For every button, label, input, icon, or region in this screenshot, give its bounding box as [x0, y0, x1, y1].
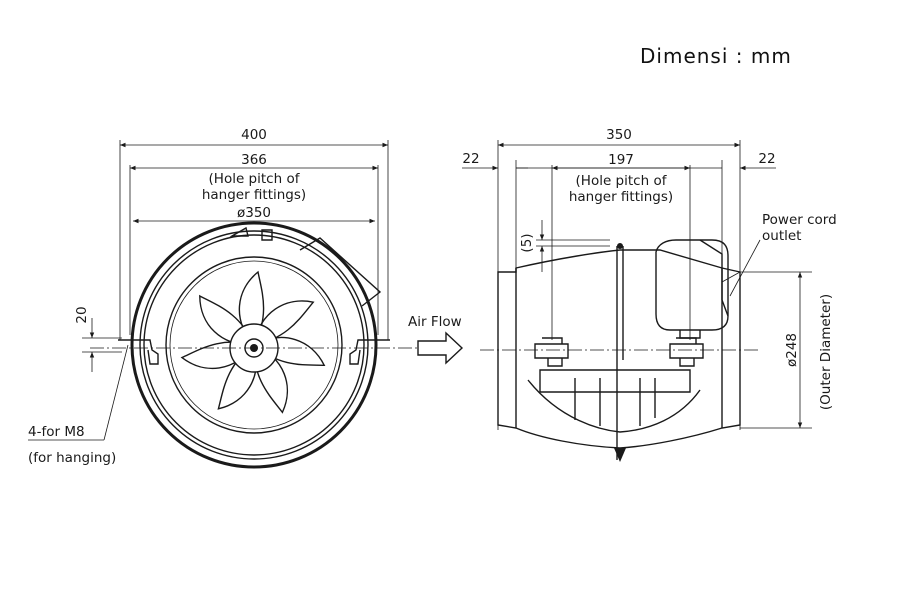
dim-diameter: ø350 [237, 205, 271, 221]
side-hanger-left [534, 337, 569, 367]
hole-pitch-note-1: (Hole pitch of [209, 171, 301, 187]
power-cord-box [655, 239, 729, 331]
side-hole-pitch-note-2: hanger fittings) [569, 189, 673, 205]
air-flow-label: Air Flow [408, 314, 462, 330]
dim-side-hole-pitch: 197 [608, 152, 634, 168]
air-flow-indicator: Air Flow [408, 314, 464, 365]
side-hole-pitch-note-1: (Hole pitch of [576, 173, 668, 189]
dim-overall-length: 350 [606, 127, 632, 143]
hole-pitch-note-2: hanger fittings) [202, 187, 306, 203]
units-label: Dimensi : mm [640, 44, 792, 68]
dim-hanger-height: 20 [74, 306, 90, 323]
side-casing-outline [497, 249, 741, 449]
side-view: 350 22 22 197 (Hole pitch of hanger fitt… [462, 127, 837, 462]
hanger-bracket-right [349, 339, 390, 365]
outer-diameter-note: (Outer Diameter) [818, 294, 834, 410]
air-flow-arrow [417, 331, 464, 365]
hanger-bracket-left [118, 339, 159, 365]
front-view: 400 366 (Hole pitch of hanger fittings) … [28, 127, 420, 469]
dim-outer-diameter: ø248 [784, 333, 800, 367]
side-hanger-right [669, 337, 704, 367]
fan-outer-ring [130, 221, 378, 469]
dim-right-offset: 22 [758, 151, 775, 167]
dim-hole-pitch: 366 [241, 152, 267, 168]
power-cord-label-1: Power cord [762, 212, 837, 228]
dim-small-gap: (5) [519, 233, 535, 252]
hanger-note-2: (for hanging) [28, 450, 116, 466]
dim-left-offset: 22 [462, 151, 479, 167]
power-cord-label-2: outlet [762, 228, 801, 244]
hanger-note-1: 4-for M8 [28, 424, 85, 440]
dim-overall-width: 400 [241, 127, 267, 143]
